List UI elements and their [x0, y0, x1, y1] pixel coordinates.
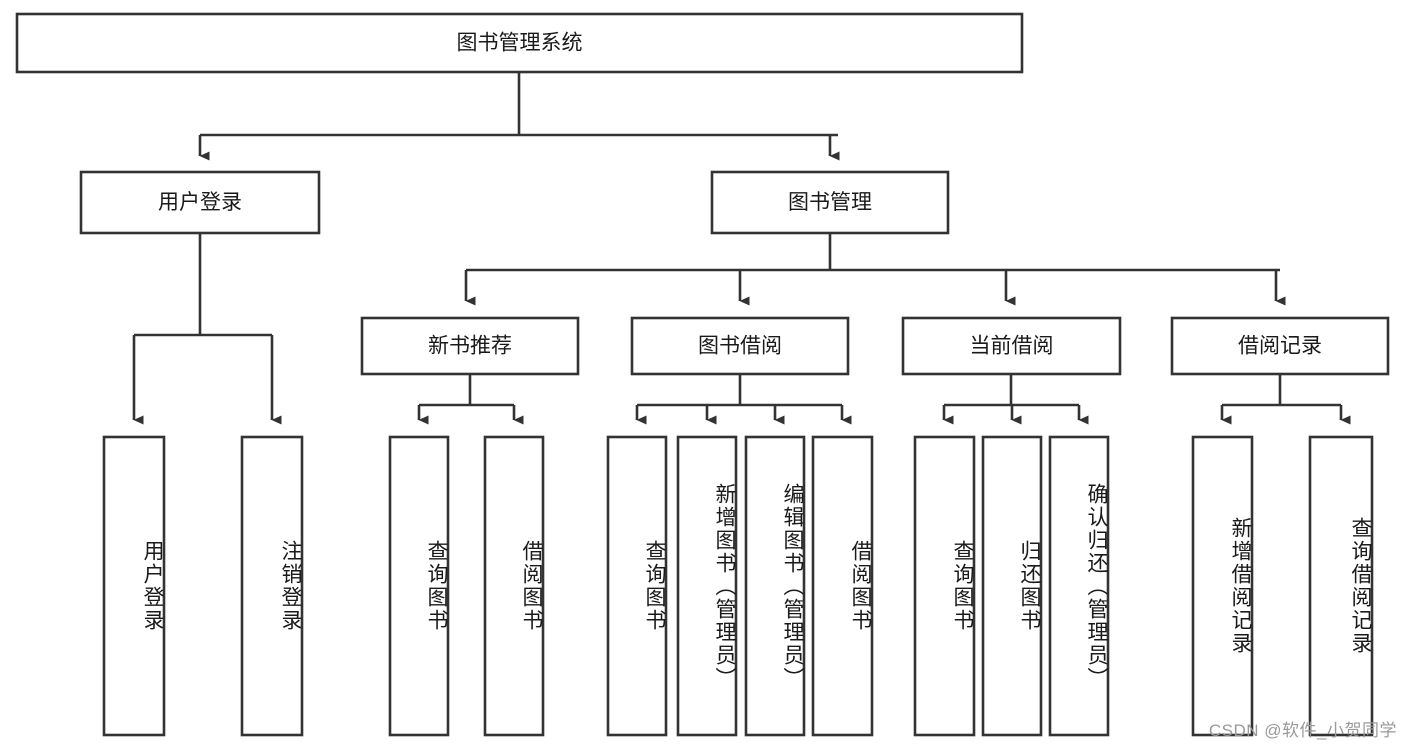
node-book-manage[interactable]: 图书管理: [710, 170, 950, 235]
leaf-box-query-book-2[interactable]: [606, 435, 668, 737]
leaf-box-edit-book[interactable]: [744, 435, 806, 737]
connector-booksystem-to-level3: [464, 233, 1286, 306]
node-root[interactable]: 图书管理系统: [15, 12, 1024, 74]
leaf-box-borrow-book-1[interactable]: [483, 435, 545, 737]
connector-bookborrow-to-leaves: [635, 374, 852, 425]
node-new-book-rec[interactable]: 新书推荐: [360, 316, 580, 376]
node-current-borrow-label: 当前借阅: [970, 335, 1054, 358]
leaf-box-user-login[interactable]: [102, 435, 166, 737]
node-user-login[interactable]: 用户登录: [79, 170, 321, 235]
leaf-box-query-book-1[interactable]: [388, 435, 450, 737]
connector-root-to-level2: [198, 72, 840, 161]
connector-borrowrecord-to-leaves: [1220, 374, 1351, 425]
connector-userlogin-to-leaves: [132, 233, 282, 425]
node-user-login-label: 用户登录: [158, 191, 242, 214]
watermark-text: CSDN @软件_小贺同学: [1208, 721, 1397, 740]
connector-currentborrow-to-leaves: [942, 374, 1089, 425]
node-book-manage-label: 图书管理: [788, 191, 872, 214]
node-root-label: 图书管理系统: [457, 32, 583, 55]
leaf-boxes: [102, 435, 1374, 737]
node-current-borrow[interactable]: 当前借阅: [901, 316, 1122, 376]
leaf-box-add-book[interactable]: [676, 435, 738, 737]
leaf-box-borrow-book-2[interactable]: [811, 435, 874, 737]
leaf-box-confirm-return[interactable]: [1048, 435, 1110, 737]
node-book-borrow[interactable]: 图书借阅: [630, 316, 850, 376]
node-borrow-record[interactable]: 借阅记录: [1170, 316, 1390, 376]
connector-newbook-to-leaves: [417, 374, 524, 425]
node-book-borrow-label: 图书借阅: [698, 335, 782, 358]
leaf-box-query-book-3[interactable]: [913, 435, 976, 737]
leaf-box-return-book[interactable]: [981, 435, 1043, 737]
node-new-book-rec-label: 新书推荐: [428, 335, 512, 358]
node-borrow-record-label: 借阅记录: [1238, 335, 1322, 358]
leaf-box-add-record[interactable]: [1191, 435, 1254, 737]
leaf-box-logout[interactable]: [240, 435, 304, 737]
leaf-box-query-record[interactable]: [1308, 435, 1374, 737]
